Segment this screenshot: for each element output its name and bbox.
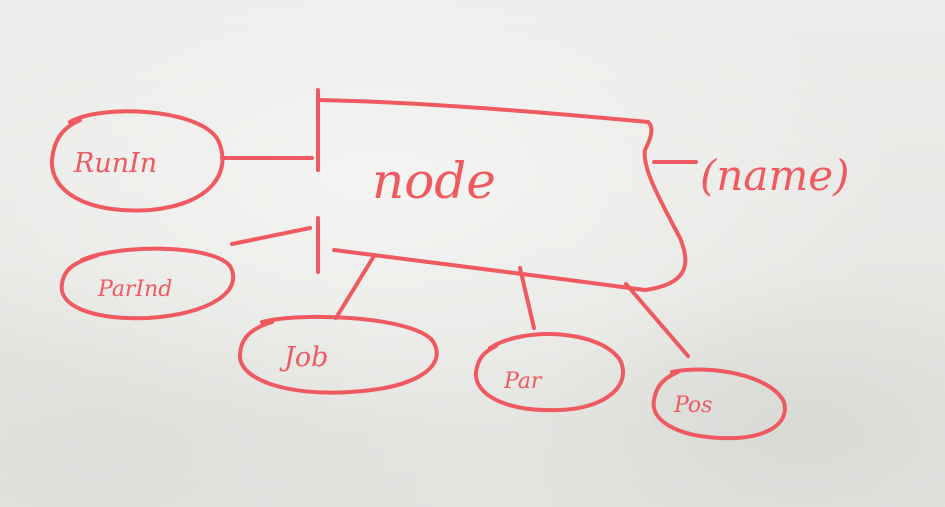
attribute-mid-ellipse [473, 332, 626, 413]
attribute-top-left: RunIn [49, 109, 314, 213]
attribute-name: (name) [652, 151, 850, 200]
attribute-job-label: Job [279, 342, 328, 373]
attribute-job-ellipse [238, 314, 439, 395]
entity-label: node [372, 152, 496, 210]
attribute-left: ParInd [59, 226, 312, 321]
attribute-top-left-label: RunIn [73, 148, 157, 179]
attribute-mid: Par [473, 266, 626, 413]
attribute-mid-label: Par [503, 369, 543, 394]
attribute-right-ellipse [651, 367, 787, 441]
entity-top-edge [316, 98, 650, 124]
attribute-top-left-ellipse [49, 109, 225, 213]
attribute-right-label: Pos [673, 393, 712, 418]
attribute-name-label: (name) [700, 151, 850, 200]
connector-right [624, 282, 690, 358]
entity-right-edge [642, 120, 688, 292]
entity-node: node [316, 88, 688, 292]
connector-left [230, 226, 312, 246]
attribute-job: Job [238, 254, 439, 395]
attribute-left-label: ParInd [97, 277, 172, 302]
attribute-right: Pos [624, 282, 787, 441]
connector-mid [518, 266, 536, 330]
attribute-left-ellipse [59, 246, 236, 321]
entity-bottom-edge [332, 248, 647, 292]
connector-job [334, 254, 376, 320]
